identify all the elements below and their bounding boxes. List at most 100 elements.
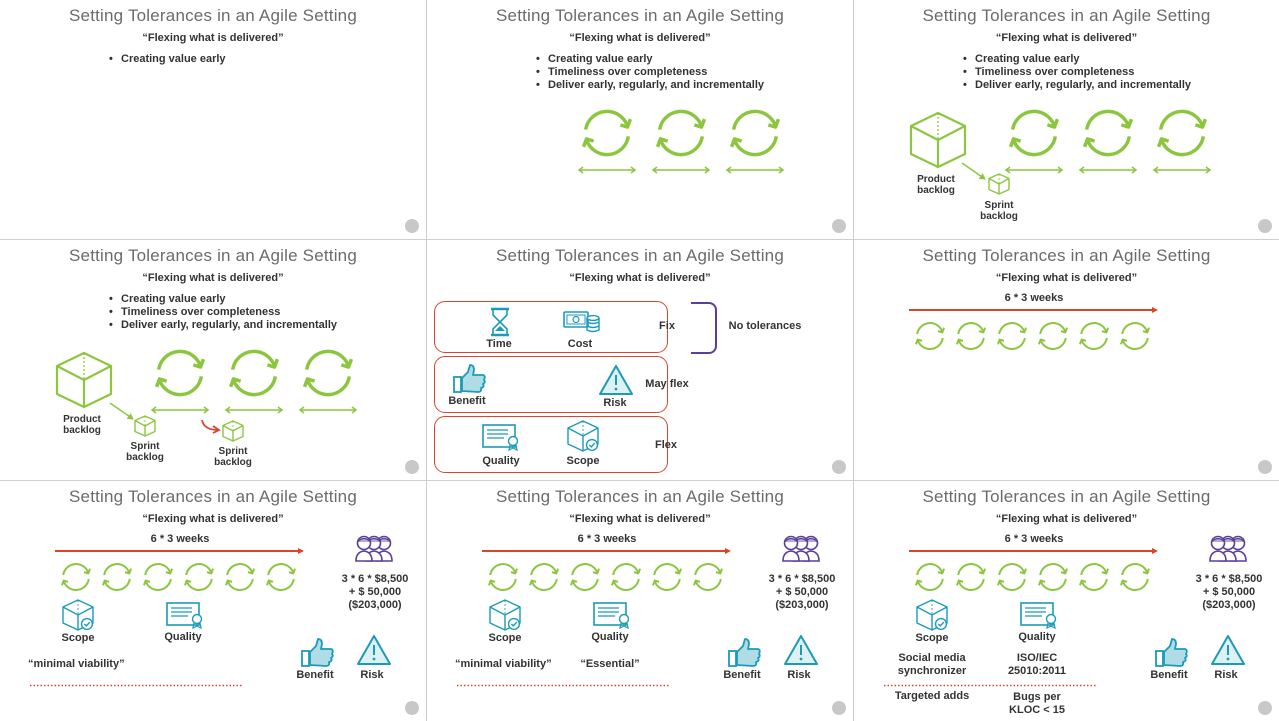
cycle-arrow-icon	[729, 109, 781, 157]
slide-9[interactable]: Setting Tolerances in an Agile Setting “…	[854, 481, 1279, 721]
double-arrow-icon	[577, 166, 637, 174]
team-icon	[782, 535, 820, 562]
slide-subtitle: “Flexing what is delivered”	[569, 513, 711, 525]
slide-2[interactable]: Setting Tolerances in an Agile Setting “…	[427, 0, 853, 239]
double-arrow-icon	[224, 406, 284, 414]
slide-subtitle: “Flexing what is delivered”	[142, 32, 284, 44]
cost-line: ($203,000)	[775, 599, 829, 611]
slide-4[interactable]: Setting Tolerances in an Agile Setting “…	[0, 240, 426, 480]
slide-8[interactable]: Setting Tolerances in an Agile Setting “…	[427, 481, 853, 721]
double-arrow-icon	[725, 166, 785, 174]
bullet-item: Timeliness over completeness	[963, 66, 1191, 79]
warning-icon	[1211, 635, 1245, 665]
sprint-cycles	[488, 563, 723, 591]
cube-icon	[62, 599, 94, 631]
slide-title: Setting Tolerances in an Agile Setting	[922, 246, 1211, 265]
timeline-arrow	[55, 548, 304, 554]
slide-3[interactable]: Setting Tolerances in an Agile Setting “…	[854, 0, 1279, 239]
cube-icon	[55, 351, 113, 409]
timeline-arrow	[482, 548, 731, 554]
timeline-arrow	[909, 548, 1158, 554]
risk-label: Risk	[787, 669, 811, 681]
bugs-label: Bugs per KLOC < 15	[1009, 691, 1065, 716]
flex-label: Flex	[654, 439, 677, 451]
slide-7[interactable]: Setting Tolerances in an Agile Setting “…	[0, 481, 426, 721]
cube-icon	[567, 420, 599, 452]
product-backlog-label: Product backlog	[63, 414, 101, 436]
slide-title: Setting Tolerances in an Agile Setting	[922, 6, 1211, 25]
sprint-backlog-label: Sprint backlog	[126, 441, 164, 463]
bullet-item: Creating value early	[536, 53, 764, 66]
warning-icon	[599, 365, 633, 395]
hourglass-icon	[491, 307, 509, 337]
cycle-arrow-icon	[655, 109, 707, 157]
weeks-label: 6 * 3 weeks	[577, 533, 637, 545]
double-arrow-icon	[150, 406, 210, 414]
slide-subtitle: “Flexing what is delivered”	[142, 513, 284, 525]
sprint-cycles	[915, 563, 1150, 591]
bullet-item: Creating value early	[109, 53, 226, 66]
sprint-cycles	[61, 563, 296, 591]
slide-subtitle: “Flexing what is delivered”	[995, 272, 1138, 284]
presenter-logo-icon	[405, 460, 419, 474]
bullet-item: Deliver early, regularly, and incrementa…	[109, 319, 337, 332]
double-arrow-icon	[298, 406, 358, 414]
sprint-backlog-label: Sprint backlog	[214, 446, 252, 468]
quality-label: Quality	[1018, 631, 1056, 643]
presenter-logo-icon	[832, 701, 846, 715]
risk-label: Risk	[603, 397, 627, 409]
money-icon	[563, 311, 600, 333]
double-arrow-icon	[651, 166, 711, 174]
thumbs-up-icon	[301, 638, 334, 667]
iso-label: ISO/IEC 25010:2011	[1007, 652, 1067, 677]
bullet-list: Creating value early	[109, 53, 226, 66]
cycle-arrow-icon	[302, 349, 354, 397]
backlog-arrow	[109, 402, 134, 420]
warning-icon	[357, 635, 391, 665]
scope-label: Scope	[488, 632, 522, 644]
bullet-item: Deliver early, regularly, and incrementa…	[536, 79, 764, 92]
cycle-arrow-icon	[1082, 109, 1134, 157]
bullet-list: Creating value early Timeliness over com…	[963, 53, 1191, 92]
presenter-logo-icon	[405, 219, 419, 233]
presenter-logo-icon	[405, 701, 419, 715]
cost-line: + $ 50,000	[348, 586, 402, 598]
cost-line: ($203,000)	[348, 599, 402, 611]
product-backlog-label: Product backlog	[917, 174, 955, 196]
targeted-adds-label: Targeted adds	[894, 690, 970, 702]
cost-line: + $ 50,000	[775, 586, 829, 598]
cycle-arrow-icon	[1008, 109, 1060, 157]
bullet-item: Timeliness over completeness	[536, 66, 764, 79]
double-arrow-icon	[1004, 166, 1064, 174]
bullet-item: Timeliness over completeness	[109, 306, 337, 319]
cycle-arrow-icon	[581, 109, 633, 157]
certificate-icon	[593, 602, 630, 630]
minimal-viability-label: “minimal viability”	[28, 658, 125, 670]
bullet-item: Deliver early, regularly, and incrementa…	[963, 79, 1191, 92]
cube-icon	[988, 173, 1010, 195]
risk-label: Risk	[360, 669, 384, 681]
slide-subtitle: “Flexing what is delivered”	[142, 272, 284, 284]
certificate-icon	[166, 602, 203, 630]
bullet-list: Creating value early Timeliness over com…	[536, 53, 764, 92]
cost-line: 3 * 6 * $8,500	[1195, 573, 1263, 585]
essential-label: “Essential”	[580, 658, 640, 670]
slide-6[interactable]: Setting Tolerances in an Agile Setting “…	[854, 240, 1279, 480]
cost-calculation: 3 * 6 * $8,500 + $ 50,000 ($203,000)	[1184, 573, 1274, 612]
cube-icon	[916, 599, 948, 631]
cost-line: ($203,000)	[1202, 599, 1256, 611]
slide-title: Setting Tolerances in an Agile Setting	[496, 487, 784, 506]
thumbs-up-icon	[1155, 638, 1188, 667]
slide-5[interactable]: Setting Tolerances in an Agile Setting “…	[427, 240, 853, 480]
dotted-line	[884, 684, 1096, 687]
cost-line: 3 * 6 * $8,500	[341, 573, 409, 585]
team-icon	[1209, 535, 1247, 562]
presenter-logo-icon	[1258, 219, 1272, 233]
scope-label: Scope	[566, 455, 600, 467]
double-arrow-icon	[1078, 166, 1138, 174]
certificate-icon	[482, 424, 519, 452]
slide-title: Setting Tolerances in an Agile Setting	[496, 6, 784, 25]
flex-group-box	[434, 416, 668, 473]
slide-1[interactable]: Setting Tolerances in an Agile Setting “…	[0, 0, 426, 239]
